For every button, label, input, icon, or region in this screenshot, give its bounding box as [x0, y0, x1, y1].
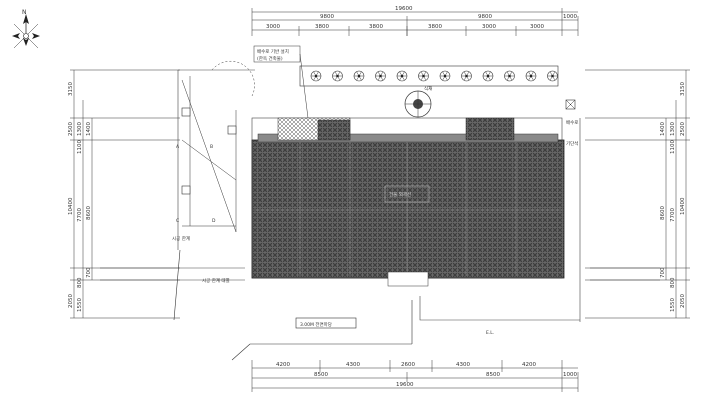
- right-inner-dim-1: 8600: [660, 206, 666, 220]
- shrub-icon: [418, 70, 429, 82]
- right-outer-dim-1: 2500: [680, 122, 686, 136]
- right-mid-dim-4: 1550: [670, 298, 676, 312]
- walkway-label: E.L.: [486, 330, 494, 336]
- north-arrow-icon: [12, 14, 40, 49]
- bottom-row1-dim-2: 2600: [401, 362, 415, 368]
- top-row2-dim-2: 3800: [369, 24, 383, 30]
- building-roof: [251, 139, 565, 279]
- right-label2: 기단석: [566, 140, 578, 147]
- left-mark-c: C: [176, 218, 179, 224]
- center-callout: 건물 외곽선: [389, 191, 411, 198]
- left-mid-dim-0: 1300: [77, 122, 83, 136]
- left-mark-d: D: [212, 218, 216, 224]
- right-outer-dim-2: 10400: [680, 197, 686, 215]
- shrub-icon: [504, 70, 515, 82]
- shrub-icon: [396, 70, 408, 82]
- left-mid-dim-2: 7700: [77, 208, 83, 222]
- right-label1: 배수로: [566, 119, 578, 126]
- bottom-row2-dim-1: 8500: [486, 372, 500, 378]
- right-outer-dim-3: 2050: [680, 294, 686, 308]
- right-mid-dim-1: 1100: [670, 140, 676, 154]
- bottom-row1-dim-4: 4200: [522, 362, 536, 368]
- top-row1-extra-dim: 1000: [563, 14, 577, 20]
- top-row2-dim-0: 3000: [266, 24, 280, 30]
- shrub-icon: [461, 70, 472, 82]
- right-mid-dim-0: 1300: [670, 122, 676, 136]
- planting-strip: [299, 65, 559, 87]
- callout-top2: (한옥 건축물): [257, 55, 283, 62]
- feature-tree-icon: [404, 90, 432, 118]
- bottom-row2-extra-dim: 1000: [563, 372, 577, 378]
- left-inner-dim-2: 700: [86, 267, 92, 278]
- left-construction-lines: [181, 61, 255, 233]
- left-outer-dim-3: 2050: [68, 294, 74, 308]
- top-row1-dim-0: 9800: [320, 14, 334, 20]
- shrub-icon: [375, 70, 386, 82]
- top-dimension-chain: [251, 8, 579, 36]
- shrub-icon: [547, 70, 558, 82]
- top-row1-dim-1: 9800: [478, 14, 492, 20]
- shrub-icon: [482, 70, 494, 82]
- roof-wing-left: [317, 119, 351, 141]
- entry-step: [387, 271, 429, 287]
- shrub-icon: [439, 70, 451, 82]
- left-mark-a: A: [176, 144, 180, 150]
- left-mid-dim-1: 1100: [77, 140, 83, 154]
- callout-top: 배수로 기반 설치: [257, 48, 289, 55]
- center-callout-box: [384, 185, 430, 203]
- left-outer-dim-1: 2500: [68, 122, 74, 136]
- left-label1: 시공 한계: [172, 235, 190, 242]
- bottom-dimension-chain: [251, 360, 579, 392]
- roof-ridge-lines: [254, 142, 562, 276]
- left-mark-b: B: [210, 144, 213, 150]
- shrub-icon: [310, 70, 322, 82]
- bottom-row1-dim-0: 4200: [276, 362, 290, 368]
- left-label2: 시공 한계 태별: [202, 277, 230, 284]
- bottom-total-dim: 19600: [396, 382, 414, 388]
- bottom-label-box: [295, 317, 357, 329]
- right-mid-dim-2: 7700: [670, 208, 676, 222]
- left-inner-dim-1: 8600: [86, 206, 92, 220]
- left-mid-dim-4: 1550: [77, 298, 83, 312]
- walkway-lines: [173, 249, 413, 361]
- bottom-row2-dim-0: 8500: [314, 372, 328, 378]
- bottom-row1-dim-3: 4300: [456, 362, 470, 368]
- right-inner-dim-0: 1400: [660, 122, 666, 136]
- top-total-dim: 19600: [395, 6, 413, 12]
- shrub-icon: [525, 70, 537, 82]
- top-row2-dim-3: 3800: [428, 24, 442, 30]
- top-row2-dim-5: 3000: [530, 24, 544, 30]
- left-boxes: [181, 107, 237, 195]
- roof-eave: [257, 133, 559, 143]
- right-mid-dim-3: 800: [670, 277, 676, 288]
- top-row2-dim-4: 3000: [482, 24, 496, 30]
- left-inner-dim-0: 1400: [86, 122, 92, 136]
- tree-callout: 식재: [424, 85, 432, 92]
- right-inner-dim-2: 700: [660, 267, 666, 278]
- shrub-icon: [353, 70, 365, 82]
- left-outer-dim-0: 3150: [68, 82, 74, 96]
- north-label: N: [22, 9, 27, 16]
- shrub-icon: [332, 70, 343, 82]
- left-dimension-chain: [70, 69, 180, 319]
- left-mid-dim-3: 800: [77, 277, 83, 288]
- right-outer-dim-0: 3150: [680, 82, 686, 96]
- top-row2-dim-1: 3800: [315, 24, 329, 30]
- tree-row: [310, 70, 558, 82]
- roof-wing-right: [465, 117, 515, 141]
- bottom-box-label: 3.00M 전면마당: [300, 321, 332, 328]
- bottom-row1-dim-1: 4300: [346, 362, 360, 368]
- left-outer-dim-2: 10400: [68, 197, 74, 215]
